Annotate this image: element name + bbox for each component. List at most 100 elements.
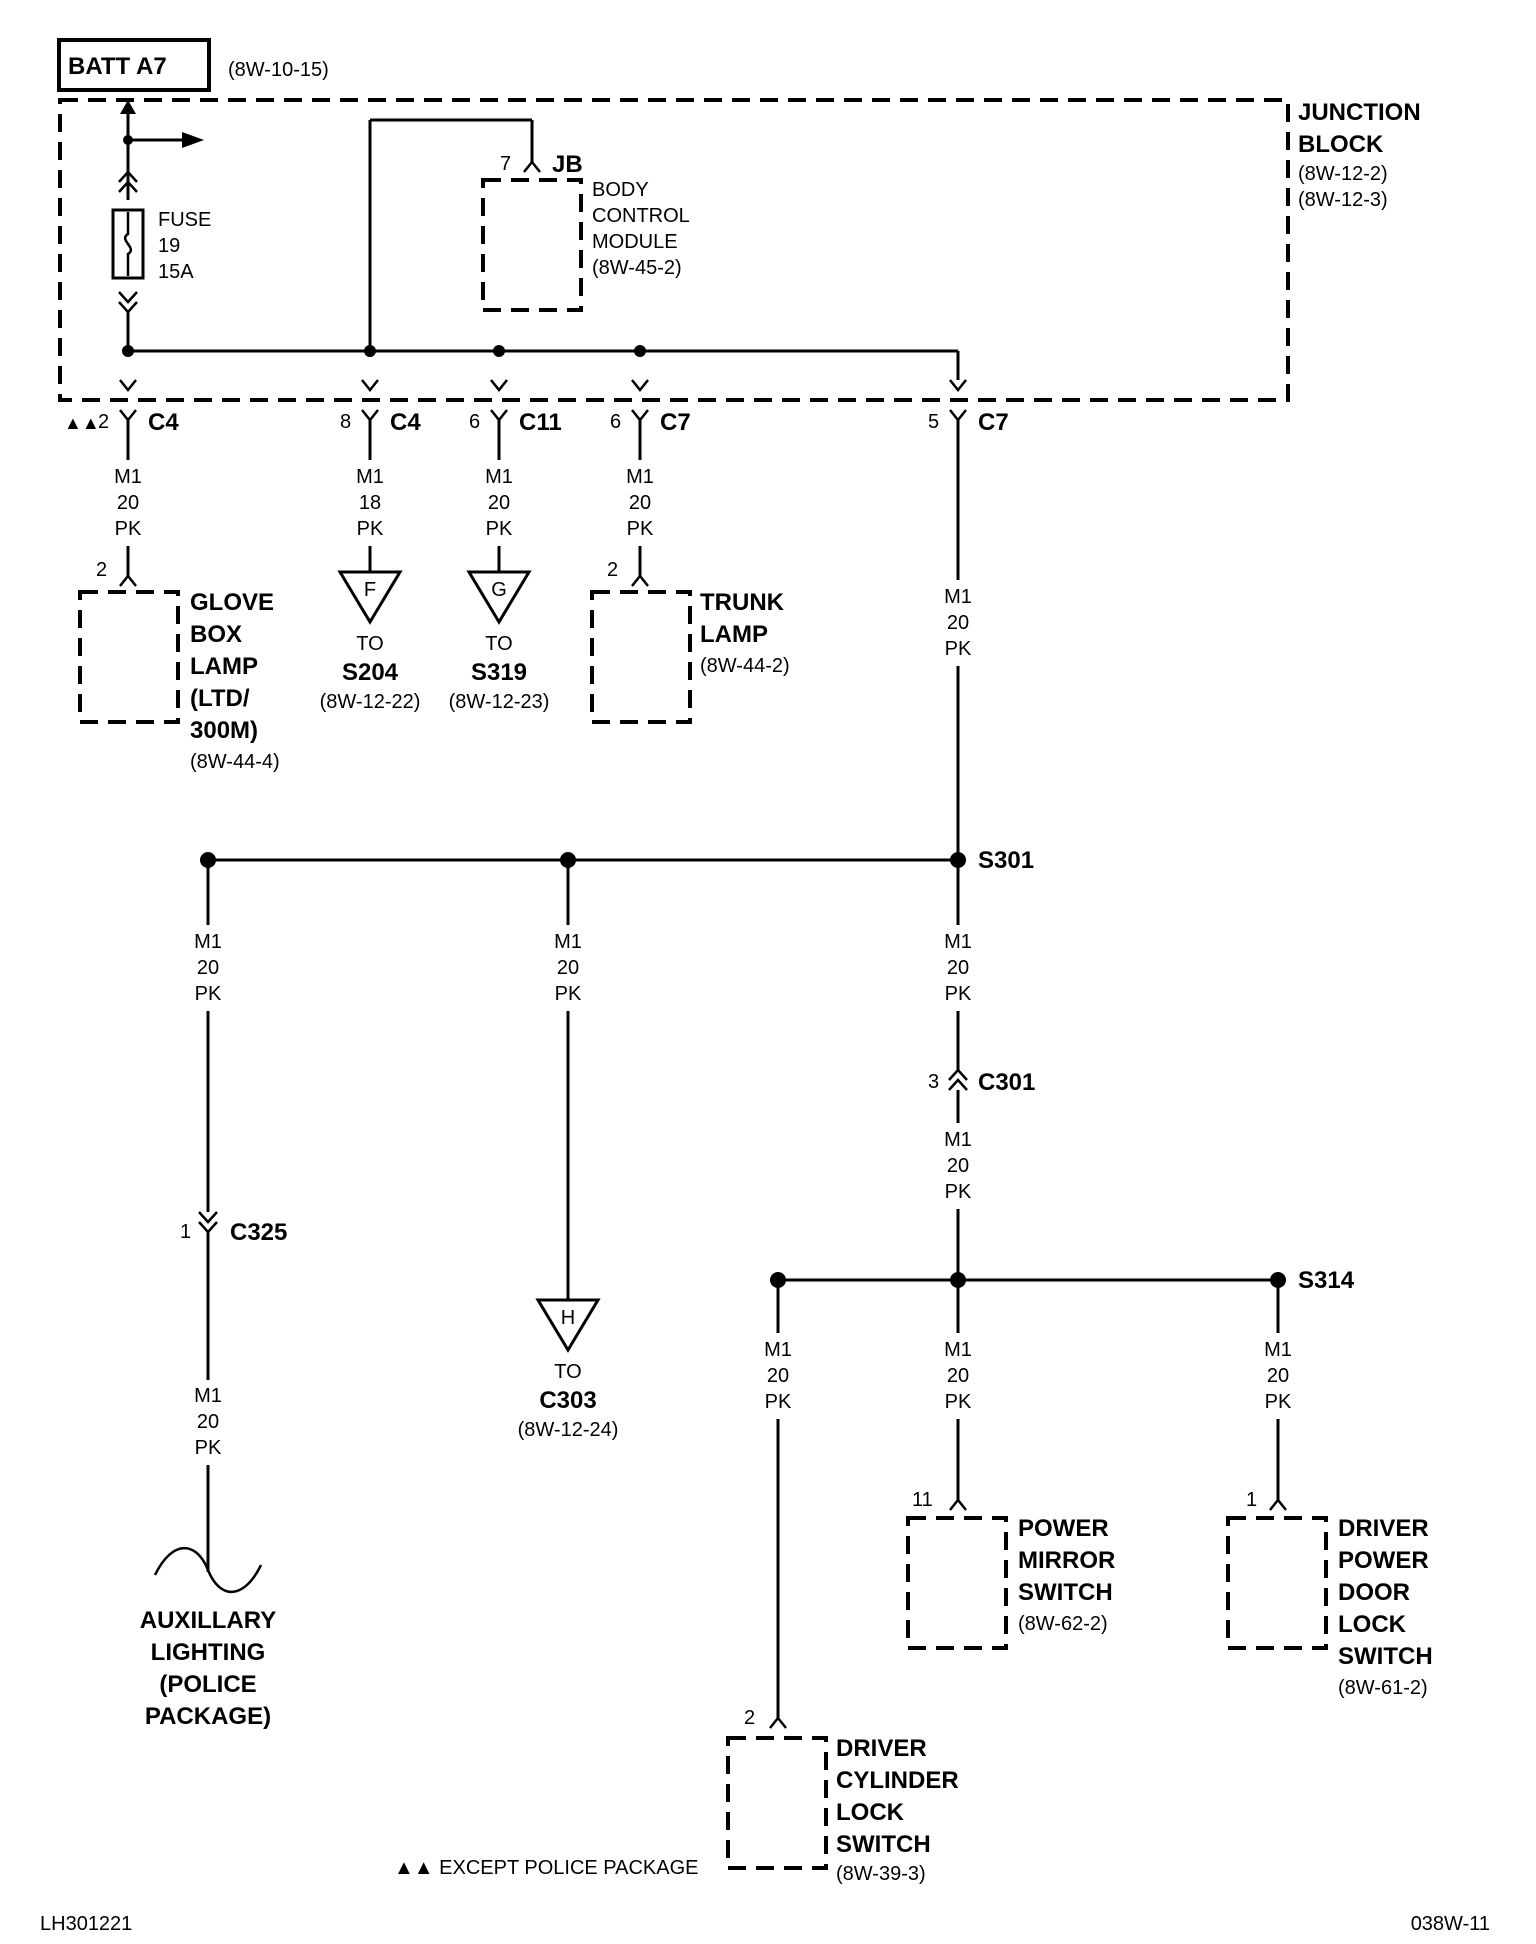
svg-text:20: 20 — [947, 1155, 969, 1177]
run-s301-to-s314: M1 20 PK 3 C301 M1 20 PK — [928, 860, 1035, 1280]
glove-pin: 2 — [96, 559, 107, 581]
branch-auxiliary-lighting: M1 20 PK 1 C325 M1 20 PK AUXILLARY LIGHT… — [140, 860, 287, 1730]
svg-text:M1: M1 — [1264, 1339, 1292, 1361]
svg-text:M1: M1 — [194, 931, 222, 953]
svg-text:SWITCH: SWITCH — [1338, 1643, 1433, 1670]
arrow-right-icon — [182, 132, 204, 148]
svg-text:8: 8 — [340, 411, 351, 433]
fuse-number: 19 — [158, 235, 180, 257]
svg-text:PK: PK — [1265, 1391, 1292, 1413]
svg-text:M1: M1 — [944, 931, 972, 953]
body-control-module: 7 JB BODY CONTROL MODULE (8W-45-2) — [368, 118, 690, 351]
svg-text:(8W-44-2): (8W-44-2) — [700, 655, 790, 677]
svg-text:3: 3 — [928, 1071, 939, 1093]
branch-driver-cylinder-lock: M1 20 PK 2 DRIVER CYLINDER LOCK SWITCH (… — [726, 1280, 959, 1885]
svg-text:(8W-12-23): (8W-12-23) — [449, 691, 550, 713]
batt-label: BATT A7 — [68, 53, 167, 80]
svg-text:H: H — [561, 1307, 575, 1329]
fuse-label: FUSE — [158, 209, 211, 231]
svg-text:M1: M1 — [944, 1339, 972, 1361]
svg-text:M1: M1 — [554, 931, 582, 953]
svg-text:1: 1 — [1246, 1489, 1257, 1511]
svg-text:18: 18 — [359, 492, 381, 514]
svg-text:(POLICE: (POLICE — [159, 1671, 256, 1698]
svg-text:(8W-62-2): (8W-62-2) — [1018, 1613, 1108, 1635]
svg-text:11: 11 — [912, 1489, 933, 1511]
svg-text:SWITCH: SWITCH — [1018, 1579, 1113, 1606]
page-number: 038W-11 — [1411, 1913, 1490, 1935]
branch-driver-door-lock-switch: M1 20 PK 1 DRIVER POWER DOOR LOCK SWITCH… — [1226, 1280, 1433, 1699]
svg-text:S319: S319 — [471, 659, 527, 686]
svg-text:TO: TO — [485, 633, 512, 655]
svg-text:M1: M1 — [764, 1339, 792, 1361]
branch-to-s319: 6 C11 M1 20 PK G TO S319 (8W-12-23) — [449, 379, 562, 713]
svg-text:5: 5 — [928, 411, 939, 433]
svg-text:PK: PK — [945, 1391, 972, 1413]
svg-text:TO: TO — [356, 633, 383, 655]
svg-text:20: 20 — [947, 957, 969, 979]
bcm-label-2: CONTROL — [592, 205, 690, 227]
bcm-label-1: BODY — [592, 179, 649, 201]
svg-text:C301: C301 — [978, 1069, 1035, 1096]
svg-text:20: 20 — [488, 492, 510, 514]
svg-text:C7: C7 — [978, 409, 1009, 436]
svg-text:C7: C7 — [660, 409, 691, 436]
svg-text:20: 20 — [197, 957, 219, 979]
svg-text:DOOR: DOOR — [1338, 1579, 1410, 1606]
s314-label: S314 — [1298, 1267, 1355, 1294]
svg-text:LAMP: LAMP — [190, 653, 258, 680]
wire-continues-icon — [153, 1546, 263, 1594]
svg-text:PK: PK — [627, 518, 654, 540]
bcm-label-3: MODULE — [592, 231, 678, 253]
svg-text:PK: PK — [115, 518, 142, 540]
svg-text:M1: M1 — [944, 1129, 972, 1151]
svg-text:20: 20 — [197, 1411, 219, 1433]
svg-text:PK: PK — [945, 983, 972, 1005]
splice-s314: S314 — [770, 1267, 1355, 1294]
svg-text:PK: PK — [945, 1181, 972, 1203]
svg-text:(8W-12-22): (8W-12-22) — [320, 691, 421, 713]
svg-text:PACKAGE): PACKAGE) — [145, 1703, 271, 1730]
svg-text:2: 2 — [744, 1707, 755, 1729]
svg-text:CYLINDER: CYLINDER — [836, 1767, 959, 1794]
svg-text:(8W-44-4): (8W-44-4) — [190, 751, 280, 773]
svg-text:TRUNK: TRUNK — [700, 589, 785, 616]
svg-text:M1: M1 — [194, 1385, 222, 1407]
fuse-rating: 15A — [158, 261, 194, 283]
svg-text:C303: C303 — [539, 1387, 596, 1414]
svg-text:G: G — [491, 579, 507, 601]
batt-a7-block: BATT A7 (8W-10-15) — [57, 38, 329, 92]
svg-text:LAMP: LAMP — [700, 621, 768, 648]
footnote: ▲▲ EXCEPT POLICE PACKAGE — [394, 1857, 699, 1879]
diagram-code: LH301221 — [40, 1913, 132, 1935]
bcm-pin: 7 — [500, 153, 511, 175]
footer: LH301221 ▲▲ EXCEPT POLICE PACKAGE 038W-1… — [40, 1857, 1490, 1935]
svg-text:C11: C11 — [519, 409, 562, 436]
svg-text:(8W-61-2): (8W-61-2) — [1338, 1677, 1428, 1699]
svg-text:M1: M1 — [485, 466, 513, 488]
bcm-ref: (8W-45-2) — [592, 257, 682, 279]
svg-text:6: 6 — [469, 411, 480, 433]
svg-text:SWITCH: SWITCH — [836, 1831, 931, 1858]
svg-text:PK: PK — [555, 983, 582, 1005]
svg-text:TO: TO — [554, 1361, 581, 1383]
c4-pin-2: 2 — [98, 411, 109, 433]
branch-to-c303: M1 20 PK H TO C303 (8W-12-24) — [518, 860, 618, 1441]
branch-to-s204: 8 C4 M1 18 PK F TO S204 (8W-12-22) — [320, 379, 421, 713]
svg-text:PK: PK — [765, 1391, 792, 1413]
svg-text:M1: M1 — [356, 466, 384, 488]
svg-text:(LTD/: (LTD/ — [190, 685, 250, 712]
svg-text:20: 20 — [629, 492, 651, 514]
jb-ref-1: (8W-12-2) — [1298, 163, 1388, 185]
svg-text:M1: M1 — [114, 466, 142, 488]
svg-text:F: F — [364, 579, 376, 601]
svg-text:LOCK: LOCK — [836, 1799, 905, 1826]
svg-text:PK: PK — [195, 1437, 222, 1459]
svg-text:AUXILLARY: AUXILLARY — [140, 1607, 276, 1634]
svg-text:(8W-39-3): (8W-39-3) — [836, 1863, 926, 1885]
batt-ref: (8W-10-15) — [228, 59, 329, 81]
branch-power-mirror-switch: M1 20 PK 11 POWER MIRROR SWITCH (8W-62-2… — [906, 1280, 1115, 1650]
bcm-connector: JB — [552, 151, 583, 178]
svg-text:LOCK: LOCK — [1338, 1611, 1407, 1638]
